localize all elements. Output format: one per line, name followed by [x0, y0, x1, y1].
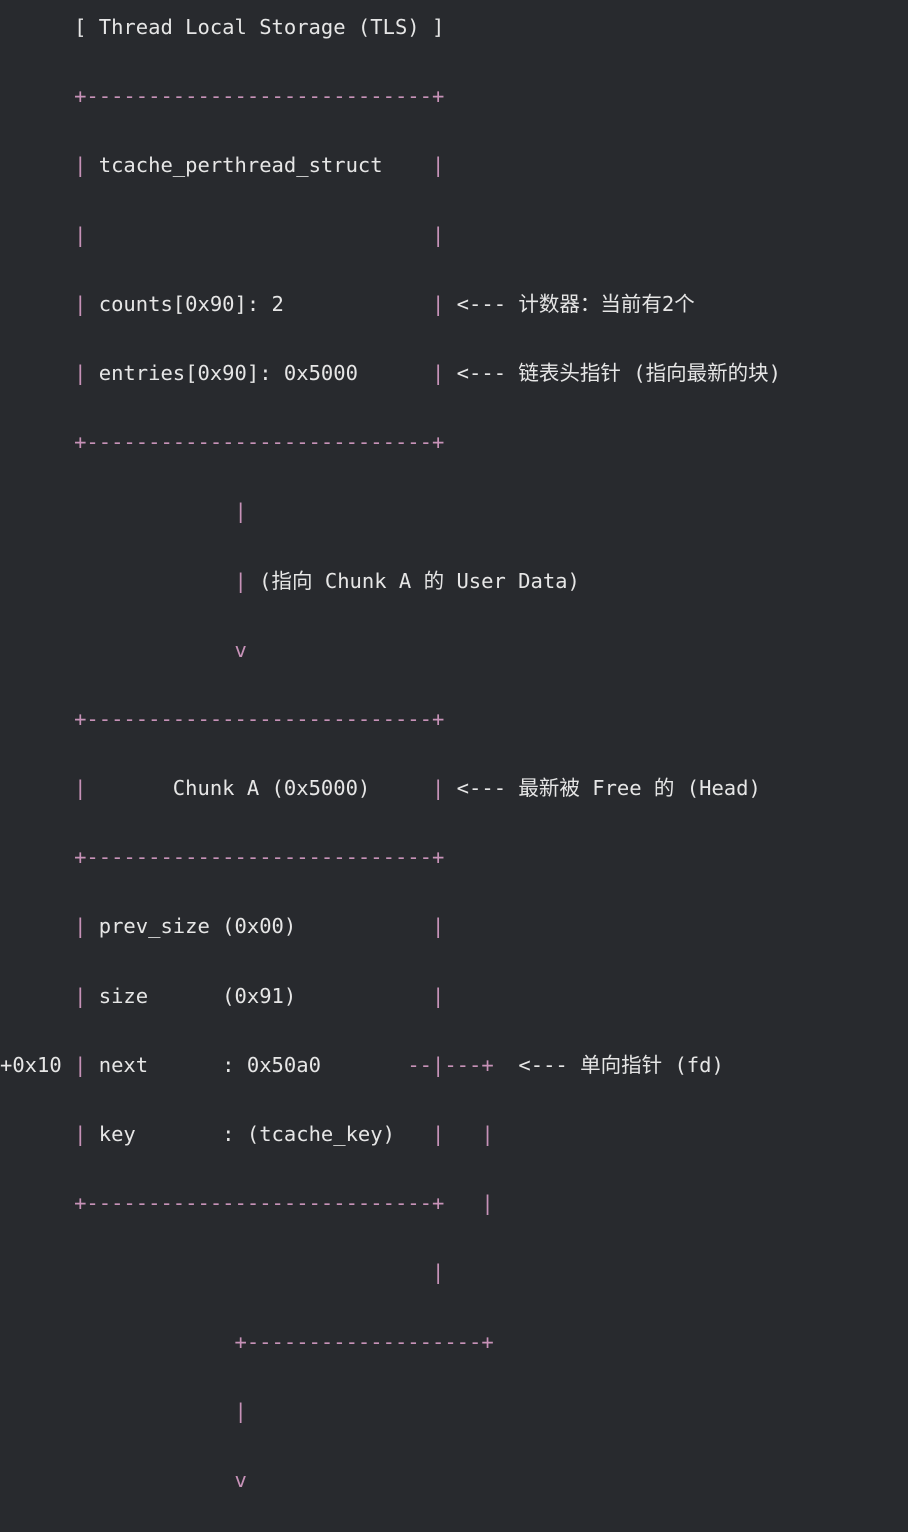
tls-title-line: [ Thread Local Storage (TLS) ]: [0, 10, 781, 45]
counts-annotation: <--- 计数器：当前有2个: [444, 291, 695, 316]
box-border: |: [431, 776, 445, 801]
box-border: +----------------------------+: [74, 845, 445, 870]
indent: [0, 499, 235, 523]
counts-field: counts[0x90]: 2: [98, 291, 432, 316]
pointer-shaft: |: [234, 568, 247, 593]
box-border: |: [432, 983, 445, 1008]
box-border-connector: +----------------------------+ |: [74, 1191, 494, 1216]
entries-field: entries[0x90]: 0x5000: [98, 360, 432, 385]
box-border: |: [74, 776, 87, 801]
size-line: | size (0x91) |: [0, 979, 781, 1014]
tls-box-top: +----------------------------+: [0, 79, 781, 114]
indent: [0, 153, 74, 177]
entries-line: | entries[0x90]: 0x5000 | <--- 链表头指针 (指向…: [0, 356, 781, 391]
indent: [0, 569, 235, 593]
counts-line: | counts[0x90]: 2 | <--- 计数器：当前有2个: [0, 287, 781, 322]
indent: [0, 984, 74, 1008]
box-border: |: [74, 983, 99, 1008]
key-line: | key : (tcache_key) | |: [0, 1117, 781, 1152]
indent: [0, 1399, 235, 1423]
fd-annotation: <--- 单向指针 (fd): [493, 1052, 724, 1077]
struct-name: tcache_perthread_struct: [98, 153, 432, 178]
box-border: |: [432, 291, 445, 316]
indent: [0, 361, 74, 385]
pointer-label: (指向 Chunk A 的 User Data): [246, 568, 580, 593]
connector-line-2: +-------------------+: [0, 1325, 781, 1360]
indent: [0, 1260, 432, 1284]
box-border-connector: | |: [432, 1122, 494, 1146]
entries-annotation: <--- 链表头指针 (指向最新的块): [444, 360, 781, 385]
prev-size-line: | prev_size (0x00) |: [0, 909, 781, 944]
connector-shaft: |: [234, 1398, 247, 1423]
tls-struct-name-line: | tcache_perthread_struct |: [0, 148, 781, 183]
tls-title: [ Thread Local Storage (TLS) ]: [74, 15, 445, 39]
indent: [0, 776, 74, 800]
indent: [0, 84, 74, 108]
pointer-line-1: |: [0, 494, 781, 529]
chunk-annotation: <--- 最新被 Free 的 (Head): [444, 776, 761, 801]
connector-turn: +-------------------+: [234, 1329, 494, 1354]
next-field: next : 0x50a0: [98, 1052, 408, 1077]
indent: [0, 15, 74, 39]
key-field: key : (tcache_key): [98, 1122, 432, 1146]
tls-empty-line: | |: [0, 218, 781, 253]
box-border: +----------------------------+: [74, 706, 445, 731]
pointer-line-2: | (指向 Chunk A 的 User Data): [0, 564, 781, 599]
connector-line-3: |: [0, 1394, 781, 1429]
prev-size-field: prev_size (0x00): [98, 914, 432, 939]
indent: [0, 1122, 74, 1146]
box-border: |: [432, 360, 445, 385]
down-arrow: v: [234, 637, 247, 662]
chunk-title: Chunk A (0x5000): [86, 776, 432, 801]
box-border: |: [74, 1052, 99, 1077]
pointer-line-3: v: [0, 633, 781, 668]
box-border: |: [74, 153, 99, 178]
offset-label: +0x10: [0, 1052, 75, 1077]
box-border: |: [432, 914, 445, 939]
connector-shaft: |: [431, 1260, 445, 1285]
indent: [0, 914, 74, 938]
chunk-box-top: +----------------------------+: [0, 702, 781, 737]
indent: [0, 1191, 74, 1215]
box-border: |: [74, 360, 99, 385]
fd-connector: --|---+: [407, 1052, 494, 1077]
ascii-diagram: [ Thread Local Storage (TLS) ] +--------…: [0, 10, 781, 1532]
indent: [0, 845, 74, 869]
chunk-box-bottom: +----------------------------+ |: [0, 1186, 781, 1221]
indent: [0, 430, 74, 454]
box-border: |: [74, 1122, 99, 1146]
box-border: |: [74, 914, 99, 939]
down-arrow: v: [234, 1467, 247, 1492]
indent: [0, 223, 74, 247]
indent: [0, 1330, 235, 1354]
connector-line-1: |: [0, 1255, 781, 1290]
indent: [0, 1468, 235, 1492]
indent: [0, 638, 235, 662]
size-field: size (0x91): [98, 983, 432, 1008]
box-border: +----------------------------+: [74, 430, 445, 455]
indent: [0, 292, 74, 316]
box-border: |: [74, 291, 99, 316]
box-border: |: [432, 153, 445, 178]
tls-box-bottom: +----------------------------+: [0, 425, 781, 460]
next-line: +0x10 | next : 0x50a0 --|---+ <--- 单向指针 …: [0, 1048, 781, 1083]
pointer-shaft: |: [234, 499, 247, 524]
indent: [0, 707, 74, 731]
connector-line-4: v: [0, 1463, 781, 1498]
chunk-divider: +----------------------------+: [0, 840, 781, 875]
box-border: | |: [74, 222, 445, 247]
box-border: +----------------------------+: [74, 84, 445, 109]
chunk-title-line: | Chunk A (0x5000) | <--- 最新被 Free 的 (He…: [0, 771, 781, 806]
